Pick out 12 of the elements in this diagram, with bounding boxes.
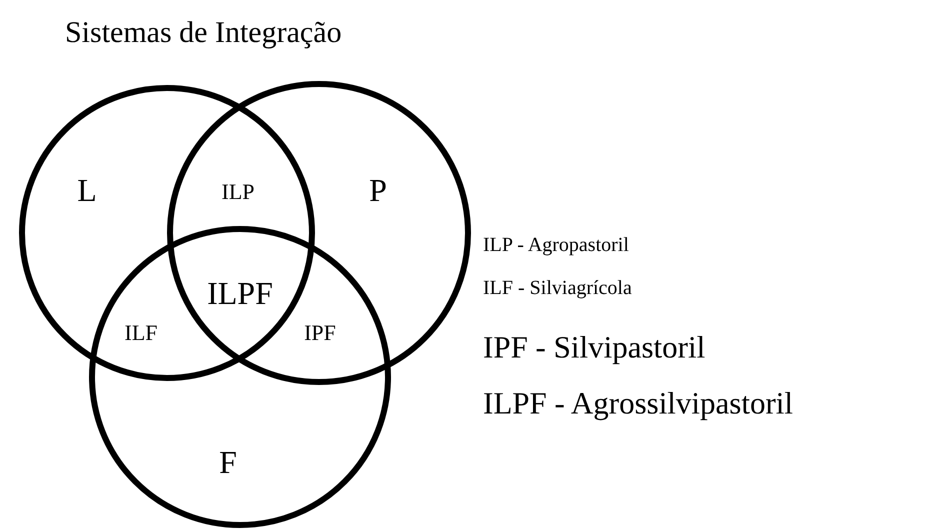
region-label: ILF	[124, 322, 158, 344]
legend-note: ILF - Silviagrícola	[483, 278, 632, 298]
set-label: P	[369, 174, 387, 206]
set-label: F	[219, 446, 237, 478]
legend-note: ILP - Agropastoril	[483, 235, 629, 255]
region-label: IPF	[304, 322, 336, 344]
legend-note: ILPF - Agrossilvipastoril	[483, 388, 794, 418]
legend-note: IPF - Silvipastoril	[483, 332, 706, 362]
region-label: ILPF	[207, 277, 273, 309]
title: Sistemas de Integração	[65, 18, 342, 48]
region-label: ILP	[222, 181, 254, 203]
set-label: L	[77, 174, 97, 206]
